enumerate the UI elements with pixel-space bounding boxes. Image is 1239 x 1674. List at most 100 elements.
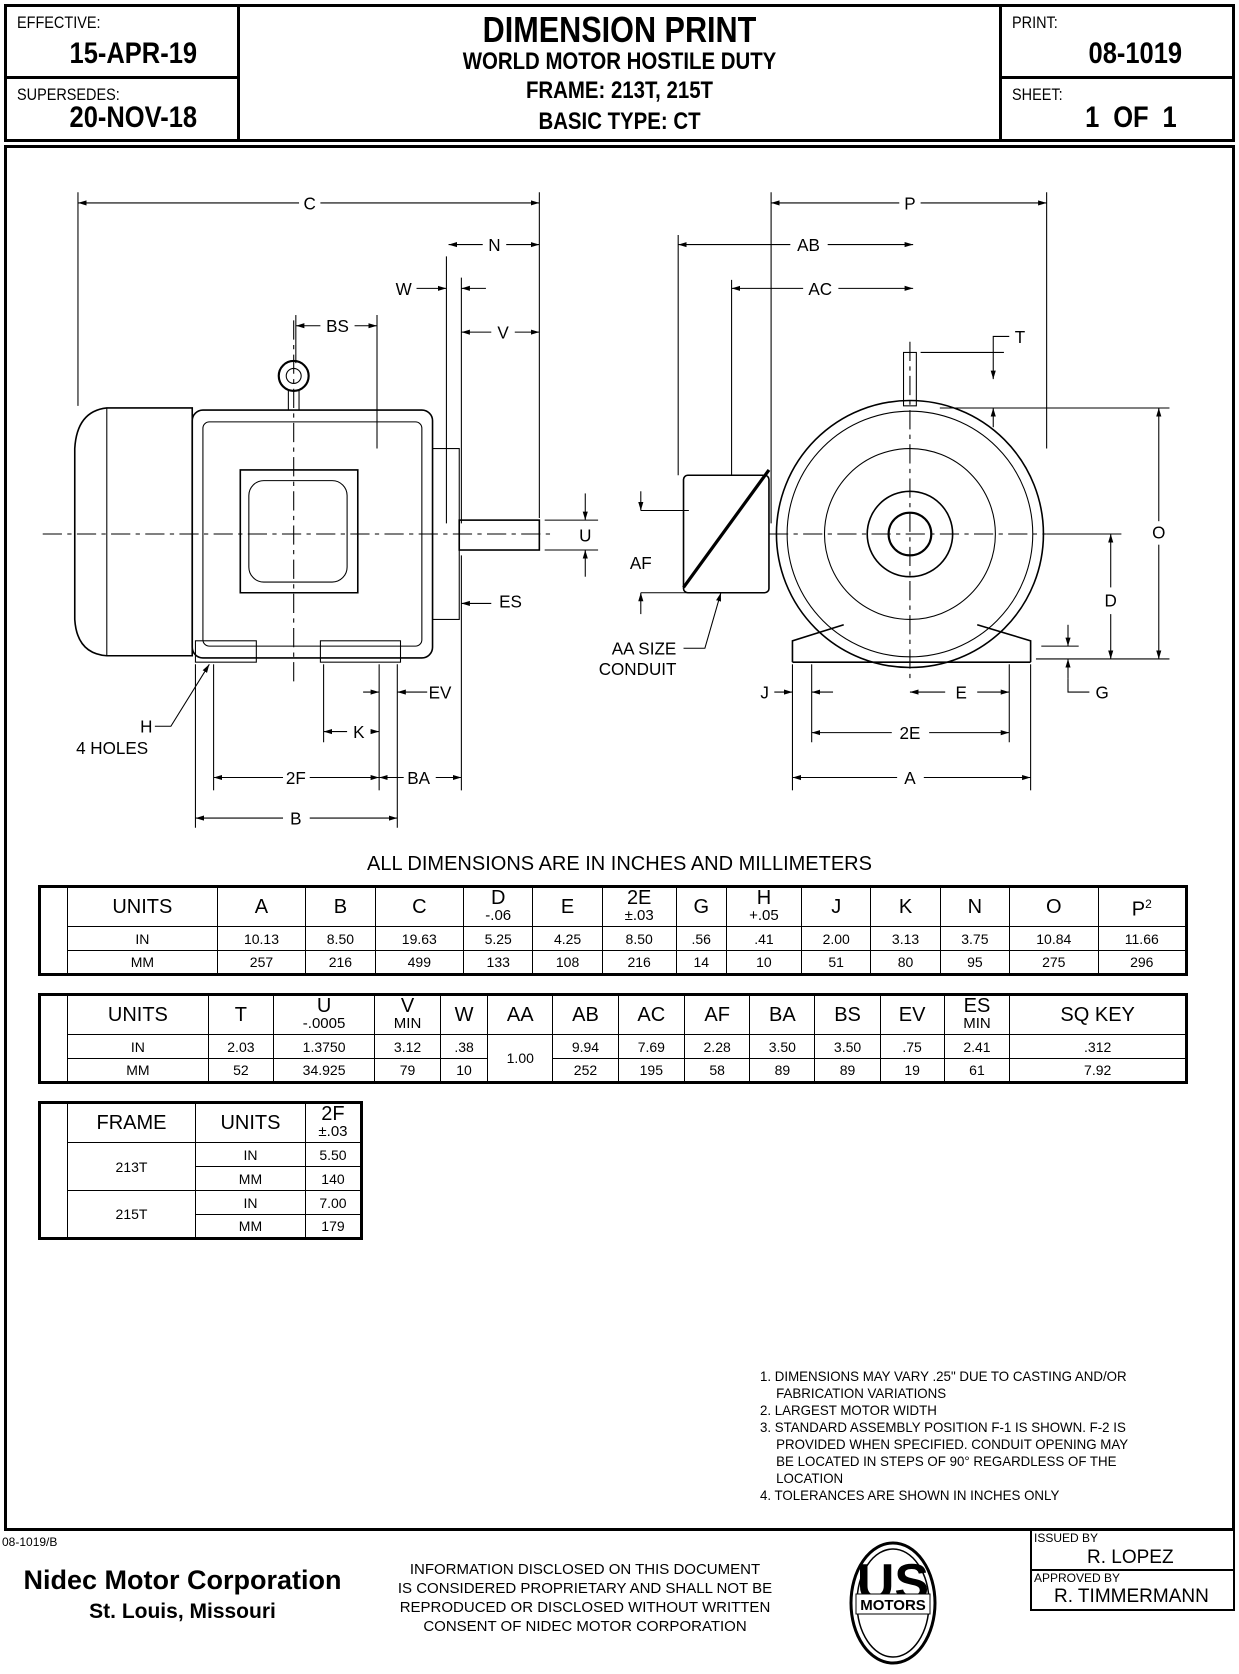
table-cell: 195: [617, 1058, 686, 1083]
table-cell: 34.925: [272, 1058, 376, 1083]
subtitle: WORLD MOTOR HOSTILE DUTY: [462, 48, 777, 75]
issued-label: ISSUED BY: [1034, 1531, 1099, 1545]
print-number: 08-1019: [1088, 37, 1182, 70]
table-cell: 275: [1009, 950, 1099, 975]
column-header: UNITS: [67, 886, 218, 927]
label-ba: BA: [407, 769, 430, 788]
value-2f-in: 5.50: [304, 1142, 363, 1167]
column-header: E: [532, 886, 603, 927]
frame-215t: 215T: [67, 1190, 196, 1239]
table-margin: [39, 1102, 68, 1239]
table-cell: 14: [675, 950, 727, 975]
header-label: AB: [572, 1004, 599, 1026]
header-label: G: [693, 896, 709, 918]
label-conduit: CONDUIT: [599, 660, 677, 679]
header-label: H: [756, 887, 772, 909]
header-label: UNITS: [112, 896, 173, 918]
table-cell: .312: [1009, 1034, 1187, 1059]
table-cell: 499: [374, 950, 465, 975]
label-ev: EV: [429, 683, 452, 702]
page-title: DIMENSION PRINT: [482, 9, 757, 50]
supersedes-cell: SUPERSEDES: 20-NOV-18: [7, 79, 240, 139]
table-cell: 79: [374, 1058, 441, 1083]
label-d: D: [1105, 592, 1117, 611]
approved-cell: APPROVED BY R. TIMMERMANN: [1032, 1571, 1233, 1609]
table-cell: 19.63: [374, 926, 465, 951]
header-label: J: [831, 896, 842, 918]
table-margin: [39, 994, 68, 1083]
note-1: 1. DIMENSIONS MAY VARY .25" DUE TO CASTI…: [760, 1368, 1127, 1401]
sheet-cell: SHEET: 1 OF 1: [999, 79, 1232, 139]
value-2f-mm: 140: [304, 1166, 363, 1191]
column-header: H+.05: [725, 886, 803, 927]
column-header: UNITS: [67, 994, 209, 1035]
table-cell: .41: [725, 926, 803, 951]
company-block: Nidec Motor Corporation St. Louis, Misso…: [0, 1565, 365, 1624]
table-margin: [39, 886, 68, 975]
header-label: P: [1131, 898, 1146, 921]
table-cell: 58: [684, 1058, 751, 1083]
table-cell: .38: [439, 1034, 489, 1059]
table-cell: 252: [552, 1058, 619, 1083]
drawing-frame: [4, 145, 1235, 1531]
label-ac: AC: [808, 280, 832, 299]
header-label: B: [333, 896, 348, 918]
issued-cell: ISSUED BY R. LOPEZ: [1032, 1531, 1233, 1571]
label-ab: AB: [797, 236, 820, 255]
column-header: BA: [749, 994, 816, 1035]
header-label: T: [234, 1004, 247, 1026]
header-label: D: [490, 887, 506, 909]
units-mm: MM: [194, 1214, 306, 1239]
column-header: C: [374, 886, 465, 927]
label-b: B: [290, 809, 301, 828]
dimension-labels: C N W V BS U ES EV K 2F BA B H 4 HOLES P…: [76, 194, 1165, 828]
column-header: W: [439, 994, 489, 1035]
header-tolerance: -.0005: [302, 1015, 346, 1032]
table-cell: 133: [463, 950, 534, 975]
table-cell: 2.00: [801, 926, 872, 951]
header-label: W: [454, 1004, 474, 1026]
table-cell: 1.3750: [272, 1034, 376, 1059]
header-label: ES: [963, 995, 991, 1017]
table-cell: 7.69: [617, 1034, 686, 1059]
label-af: AF: [630, 554, 652, 573]
header-label: AA: [506, 1004, 534, 1026]
table-cell: MM: [67, 1058, 209, 1083]
sheet-label: SHEET:: [1012, 85, 1063, 104]
label-w: W: [396, 280, 413, 299]
label-n: N: [488, 236, 500, 255]
disclaimer: INFORMATION DISCLOSED ON THIS DOCUMENT I…: [380, 1560, 790, 1636]
header-label: AC: [637, 1004, 666, 1026]
table-cell: 216: [601, 950, 677, 975]
header-label: V: [400, 995, 415, 1017]
header-tolerance: -.06: [485, 907, 512, 924]
table-cell: 108: [532, 950, 603, 975]
table-cell: 19: [879, 1058, 945, 1083]
approved-by: R. TIMMERMANN: [1054, 1586, 1209, 1607]
header-units: UNITS: [194, 1102, 306, 1143]
table-cell: 11.66: [1097, 926, 1188, 951]
notes: 1. DIMENSIONS MAY VARY .25" DUE TO CASTI…: [760, 1368, 1215, 1504]
us-motors-logo: US MOTORS: [849, 1541, 937, 1665]
header-tolerance: MIN: [963, 1015, 991, 1032]
label-u: U: [579, 526, 591, 545]
table-cell: 2.28: [684, 1034, 751, 1059]
table-cell: 5.25: [463, 926, 534, 951]
label-bs: BS: [326, 317, 349, 336]
header-note: 2: [1145, 897, 1152, 912]
company-name: Nidec Motor Corporation: [23, 1565, 342, 1595]
header-label: O: [1046, 896, 1062, 918]
table-cell: 3.75: [939, 926, 1011, 951]
frame: FRAME: 213T, 215T: [525, 77, 714, 104]
header-tolerance: MIN: [393, 1015, 422, 1032]
table-cell: 61: [943, 1058, 1011, 1083]
column-header: AA: [487, 994, 554, 1035]
table-cell: 51: [801, 950, 872, 975]
header-label: N: [967, 896, 983, 918]
issued-by: R. LOPEZ: [1087, 1547, 1174, 1568]
label-2e: 2E: [899, 724, 920, 743]
header-frame: FRAME: [67, 1102, 196, 1143]
column-header: N: [939, 886, 1011, 927]
